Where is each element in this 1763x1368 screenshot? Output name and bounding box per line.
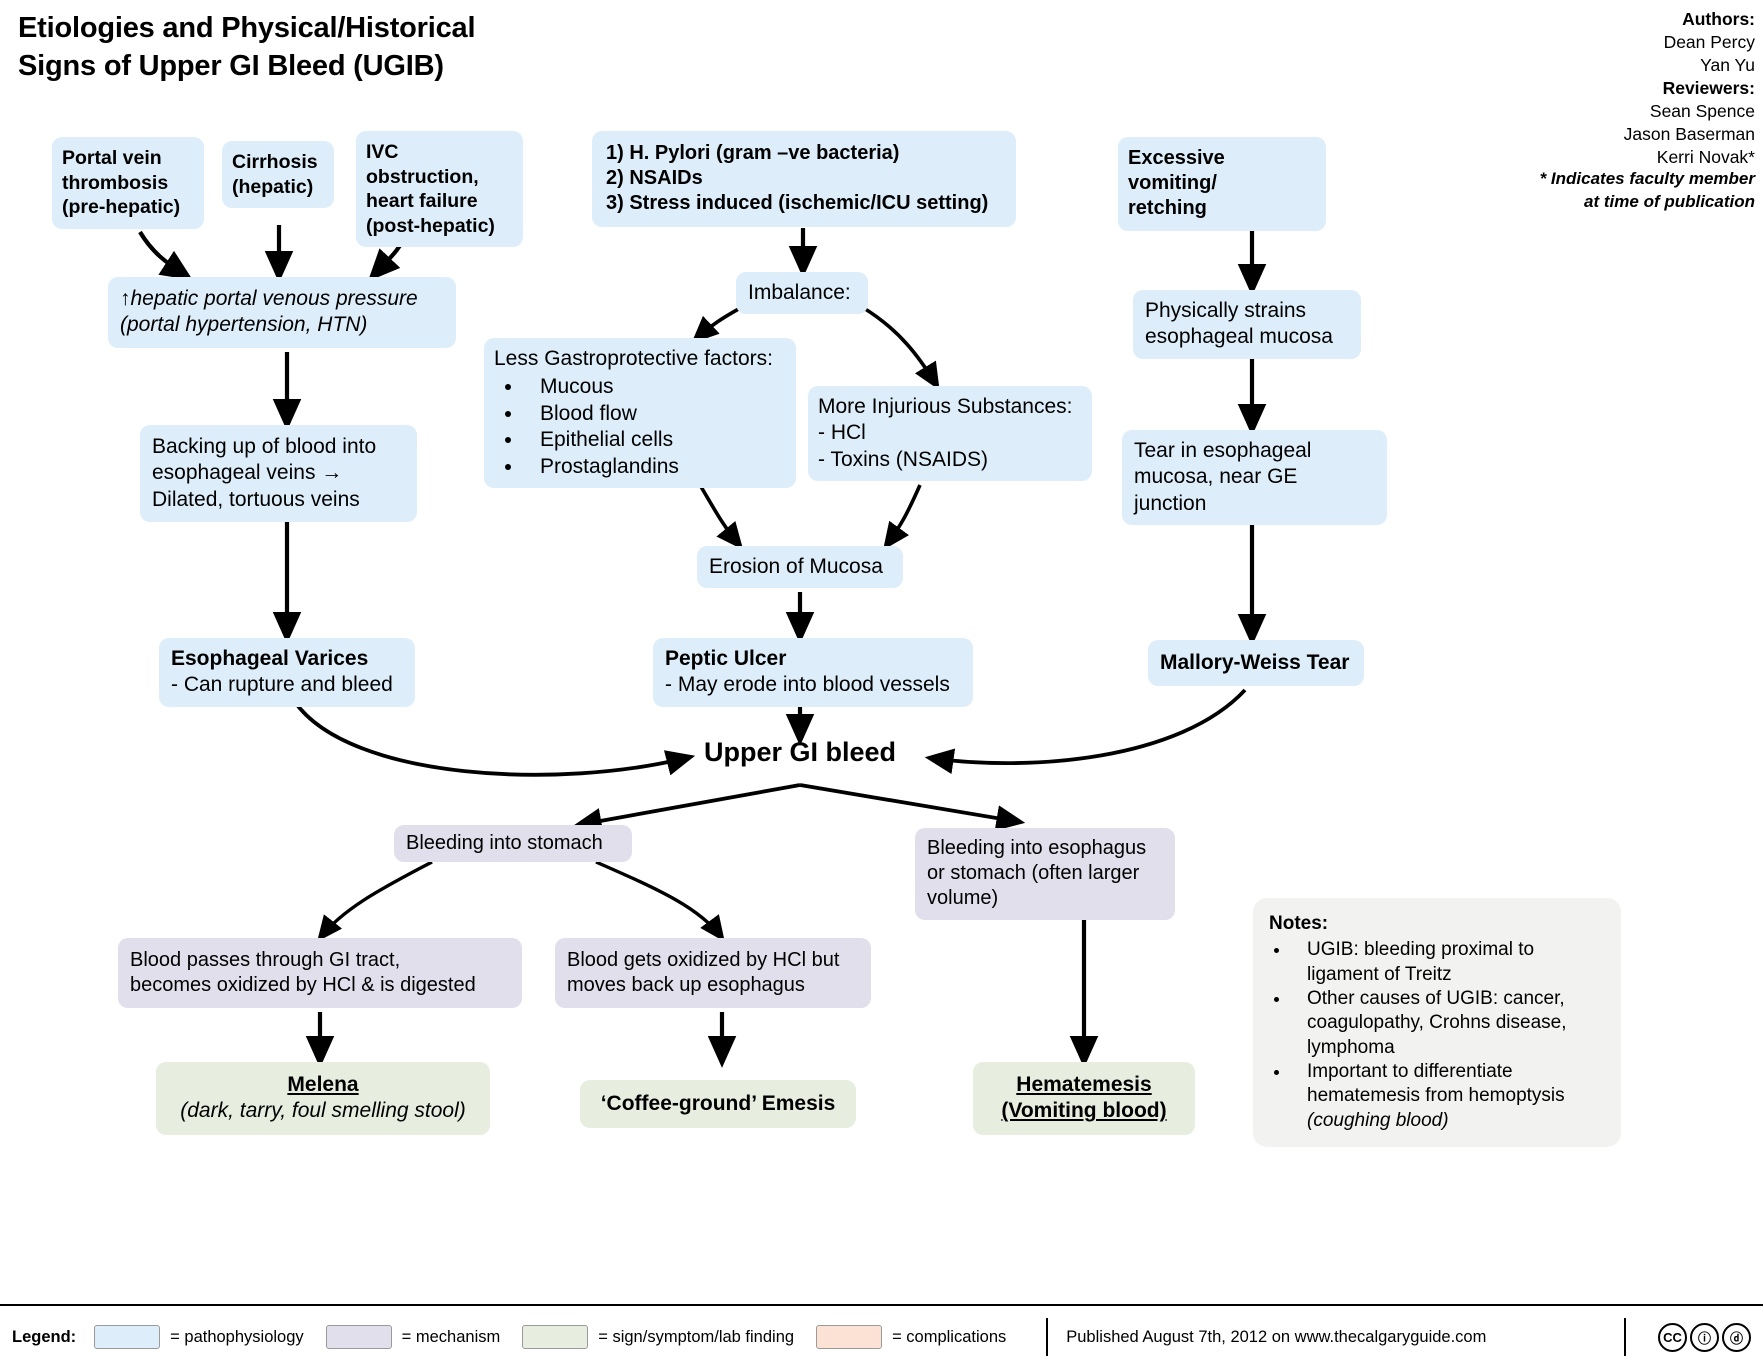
reviewer-3: Kerri Novak* [1656, 146, 1755, 167]
legend-divider-2 [1624, 1318, 1626, 1356]
legend-item-mechanism: = mechanism [325, 1325, 501, 1349]
publication-text: Published August 7th, 2012 on www.thecal… [1066, 1327, 1487, 1346]
hematemesis-line2: (Vomiting blood) [1001, 1099, 1167, 1123]
hematemesis-line1: Hematemesis [1016, 1073, 1152, 1096]
node-blood-oxidized-moves-up[interactable]: Blood gets oxidized by HCl but moves bac… [555, 938, 871, 1009]
node-physically-strains[interactable]: Physically strains esophageal mucosa [1133, 290, 1361, 359]
gastroprotective-item-3: Prostaglandins [524, 454, 786, 480]
node-injurious-substances[interactable]: More Injurious Substances: - HCl - Toxin… [808, 386, 1092, 482]
notes-list: UGIB: bleeding proximal to ligament of T… [1269, 938, 1605, 1133]
faculty-footnote-line2: at time of publication [1584, 191, 1755, 211]
gastroprotective-item-0: Mucous [524, 374, 786, 400]
notes-panel: Notes: UGIB: bleeding proximal to ligame… [1253, 898, 1621, 1147]
creative-commons-badge[interactable]: CC ⓘ ⓓ [1658, 1322, 1751, 1352]
notes-item-0: UGIB: bleeding proximal to ligament of T… [1291, 938, 1605, 987]
page-title-line1: Etiologies and Physical/Historical [18, 12, 476, 44]
injurious-title: More Injurious Substances: [818, 395, 1073, 418]
node-esophageal-varices[interactable]: Esophageal Varices - Can rupture and ble… [159, 638, 415, 707]
notes-item-2: Important to differentiate hematemesis f… [1291, 1060, 1605, 1133]
melena-title: Melena [287, 1073, 359, 1096]
legend-item-sign-symptom: = sign/symptom/lab finding [522, 1325, 794, 1349]
node-gastroprotective-factors[interactable]: Less Gastroprotective factors: Mucous Bl… [484, 338, 796, 489]
legend-label: Legend: [12, 1327, 77, 1346]
node-portal-vein-thrombosis[interactable]: Portal vein thrombosis (pre-hepatic) [52, 137, 204, 229]
notes-item-2-plain: Important to differentiate hematemesis f… [1307, 1060, 1565, 1107]
gastroprotective-item-1: Blood flow [524, 401, 786, 427]
cause-2: 2) NSAIDs [606, 167, 703, 190]
node-mallory-weiss-tear[interactable]: Mallory-Weiss Tear [1148, 640, 1364, 687]
cc-nd-icon: ⓓ [1722, 1322, 1751, 1352]
legend-swatch-complications [816, 1325, 883, 1349]
cause-1: 1) H. Pylori (gram –ve bacteria) [606, 142, 900, 164]
node-ulcer-causes[interactable]: 1) H. Pylori (gram –ve bacteria) 2) NSAI… [592, 131, 1016, 227]
reviewer-1: Sean Spence [1649, 100, 1755, 121]
legend-item-complications: = complications [816, 1325, 1006, 1349]
legend-text-sign-symptom: = sign/symptom/lab finding [598, 1327, 795, 1346]
notes-item-2-italic: (coughing blood) [1307, 1109, 1449, 1131]
node-erosion-of-mucosa[interactable]: Erosion of Mucosa [697, 546, 903, 589]
author-1: Dean Percy [1663, 31, 1755, 52]
legend-item-pathophysiology: = pathophysiology [94, 1325, 304, 1349]
node-blood-passes-gi-tract[interactable]: Blood passes through GI tract, becomes o… [118, 938, 522, 1009]
esophageal-varices-sub: - Can rupture and bleed [171, 673, 393, 697]
notes-title: Notes: [1269, 913, 1329, 934]
node-excessive-vomiting[interactable]: Excessive vomiting/ retching [1118, 137, 1326, 231]
node-bleeding-into-stomach[interactable]: Bleeding into stomach [394, 825, 632, 863]
node-peptic-ulcer[interactable]: Peptic Ulcer - May erode into blood vess… [653, 638, 973, 707]
node-melena[interactable]: Melena (dark, tarry, foul smelling stool… [156, 1062, 490, 1135]
reviewer-2: Jason Baserman [1623, 123, 1755, 144]
node-cirrhosis[interactable]: Cirrhosis (hepatic) [222, 141, 334, 209]
node-tear-in-esophageal-mucosa[interactable]: Tear in esophageal mucosa, near GE junct… [1122, 430, 1387, 526]
injurious-item-0: - HCl [818, 421, 866, 445]
authors-label: Authors: [1682, 9, 1755, 29]
legend-bar: Legend: = pathophysiology = mechanism = … [0, 1304, 1763, 1368]
esophageal-varices-title: Esophageal Varices [171, 647, 369, 670]
legend-text-complications: = complications [892, 1327, 1007, 1346]
authors-block: Authors: Dean Percy Yan Yu Reviewers: Se… [1540, 8, 1755, 213]
node-portal-hypertension[interactable]: ↑hepatic portal venous pressure (portal … [108, 277, 456, 348]
portal-hypertension-line2: (portal hypertension, HTN) [120, 313, 368, 337]
legend-swatch-sign-symptom [522, 1325, 589, 1349]
cc-by-icon: ⓘ [1690, 1322, 1719, 1352]
injurious-item-1: - Toxins (NSAIDS) [818, 447, 988, 471]
page-title-line2: Signs of Upper GI Bleed (UGIB) [18, 49, 444, 82]
legend-swatch-pathophysiology [94, 1325, 161, 1349]
peptic-ulcer-sub: - May erode into blood vessels [665, 673, 950, 697]
legend-text-pathophysiology: = pathophysiology [170, 1327, 304, 1346]
gastroprotective-title: Less Gastroprotective factors: [494, 347, 773, 370]
melena-sub: (dark, tarry, foul smelling stool) [180, 1099, 466, 1123]
node-bleeding-into-esophagus[interactable]: Bleeding into esophagus or stomach (ofte… [915, 828, 1175, 920]
node-hematemesis[interactable]: Hematemesis (Vomiting blood) [973, 1062, 1195, 1135]
node-backing-up-of-blood[interactable]: Backing up of blood into esophageal vein… [140, 425, 417, 523]
node-imbalance[interactable]: Imbalance: [736, 272, 868, 315]
notes-item-1: Other causes of UGIB: cancer, coagulopat… [1291, 987, 1605, 1060]
faculty-footnote-line1: * Indicates faculty member [1539, 169, 1755, 189]
node-upper-gi-bleed[interactable]: Upper GI bleed [703, 737, 897, 767]
legend-divider [1046, 1318, 1049, 1356]
node-ivc-obstruction[interactable]: IVC obstruction, heart failure (post-hep… [356, 131, 523, 248]
page-title: Etiologies and Physical/Historical Signs… [18, 10, 476, 85]
peptic-ulcer-title: Peptic Ulcer [665, 647, 787, 670]
author-2: Yan Yu [1700, 54, 1755, 75]
node-coffee-ground-emesis[interactable]: ‘Coffee-ground’ Emesis [580, 1080, 856, 1129]
gastroprotective-item-2: Epithelial cells [524, 427, 786, 453]
gastroprotective-list: Mucous Blood flow Epithelial cells Prost… [494, 374, 786, 480]
reviewers-label: Reviewers: [1662, 77, 1755, 98]
legend-text-mechanism: = mechanism [401, 1327, 501, 1346]
portal-hypertension-line1: ↑hepatic portal venous pressure [120, 287, 418, 310]
cc-icon: CC [1658, 1322, 1687, 1352]
legend-swatch-mechanism [325, 1325, 392, 1349]
cause-3: 3) Stress induced (ischemic/ICU setting) [606, 192, 989, 215]
